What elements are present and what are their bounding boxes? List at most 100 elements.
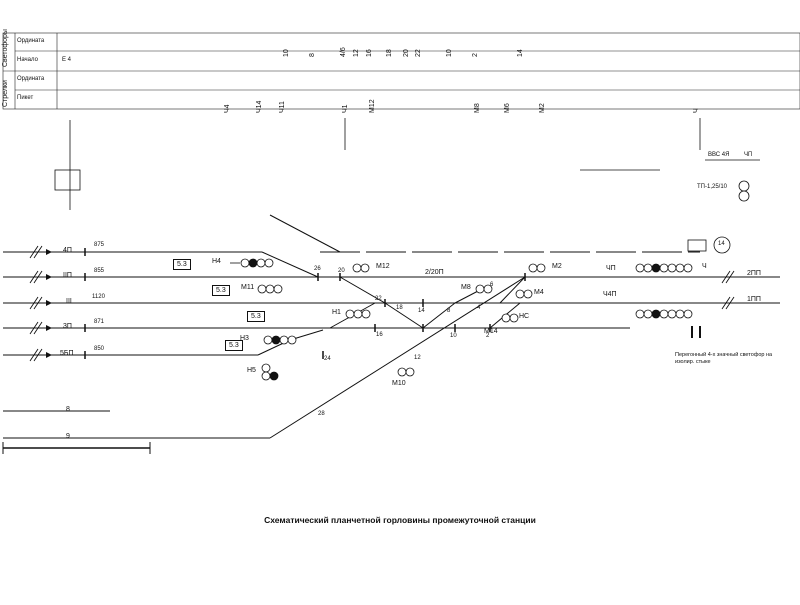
table-top-value: 10 xyxy=(283,49,290,57)
switch-number: 6 xyxy=(490,282,494,288)
track-label: III xyxy=(66,298,72,305)
switch-number: 16 xyxy=(376,332,383,338)
table-top-value: 20 xyxy=(403,49,410,57)
switch-number: 28 xyxy=(318,411,325,417)
signals xyxy=(230,180,750,381)
signal-label: Ч4П xyxy=(603,291,617,298)
switch-number: 10 xyxy=(450,333,457,339)
switch-number: 4 xyxy=(477,305,481,311)
table-top-value: 2 xyxy=(472,53,479,57)
table-bottom-value: Ч1 xyxy=(342,104,349,113)
table-bottom-value: М8 xyxy=(474,103,481,113)
tracks xyxy=(2,214,780,454)
table-bottom-value: Ч11 xyxy=(279,101,286,113)
signal-label: М11 xyxy=(241,284,255,291)
marker-14-label: 14 xyxy=(718,241,725,247)
entry-arrows xyxy=(29,245,43,362)
track-length: 850 xyxy=(94,346,105,352)
signal-label: Н4 xyxy=(212,258,221,265)
table-row-ordinate-2: Ордината xyxy=(17,76,45,82)
switch-number: 12 xyxy=(414,355,421,361)
signal-m8 xyxy=(475,284,493,294)
table-bottom-value: М6 xyxy=(504,103,511,113)
switch-number: 20 xyxy=(338,268,345,274)
top-right-label: ТП-1,25/10 xyxy=(697,184,727,190)
signal-ch xyxy=(635,263,693,273)
track-label: 8 xyxy=(66,406,70,413)
table-top-value: 18 xyxy=(386,49,393,57)
signal-m12 xyxy=(352,263,370,273)
signal-n1 xyxy=(345,309,371,319)
top-right-label: ЧП xyxy=(744,152,753,158)
switch-number: 14 xyxy=(418,308,425,314)
signal-label: Н3 xyxy=(240,335,249,342)
signal-label: М12 xyxy=(376,263,390,270)
table-left-value: Е 4 xyxy=(62,57,72,63)
diagram-caption: Схематический планчетной горловины проме… xyxy=(264,515,536,525)
table-top-value: 14 xyxy=(517,49,524,57)
signal-m2 xyxy=(528,263,546,273)
signal-label: Ч xyxy=(702,263,707,270)
length-box: 5.3 xyxy=(225,340,243,351)
table-side-label-signals: Светофоры xyxy=(2,29,9,67)
table-top-value: 10 xyxy=(446,49,453,57)
table-bottom-value: Ч14 xyxy=(256,100,263,113)
track-label: 5БП xyxy=(60,350,74,357)
switch-number: 2 xyxy=(486,333,490,339)
table-bottom-value: М2 xyxy=(539,103,546,113)
table-bottom-value: М12 xyxy=(369,99,376,113)
top-right-label: ВВС 4Я xyxy=(708,152,730,158)
table-top-value: 12 xyxy=(353,49,360,57)
signal-ns xyxy=(501,313,519,323)
marker-14 xyxy=(713,236,731,254)
signal-label: ЧП xyxy=(606,265,616,272)
center-label: 2/20П xyxy=(425,269,444,276)
track-length: 875 xyxy=(94,242,105,248)
length-box: 5.3 xyxy=(247,311,265,322)
switch-number: 26 xyxy=(314,266,321,272)
signal-label: М10 xyxy=(392,380,406,387)
signal-label: НС xyxy=(519,313,530,320)
switch-number: 8 xyxy=(447,308,451,314)
right-track-label: 1ПП xyxy=(747,296,761,303)
signal-m4 xyxy=(515,289,533,299)
signal-chp xyxy=(635,309,693,319)
signal-label: М8 xyxy=(461,284,471,291)
switch-number: 18 xyxy=(396,305,403,311)
track-length: 871 xyxy=(94,319,105,325)
table-top-value: 8 xyxy=(309,53,316,57)
signal-m10 xyxy=(397,367,415,377)
track-length: 855 xyxy=(94,268,105,274)
table-row-picket: Пикет xyxy=(17,95,34,101)
track-label: 9 xyxy=(66,433,70,440)
track-length: 1120 xyxy=(92,294,105,300)
switch-number: 24 xyxy=(324,356,331,362)
track-label: 4П xyxy=(63,247,72,254)
switch-number: 22 xyxy=(375,296,382,302)
signal-m11 xyxy=(257,284,283,294)
table-row-start: Начало xyxy=(17,57,38,63)
right-track-label: 2ПП xyxy=(747,270,761,277)
signal-label: Н5 xyxy=(247,367,256,374)
table-bottom-value: Ч xyxy=(693,108,700,113)
signal-n5 xyxy=(261,363,279,381)
signal-n3 xyxy=(263,335,297,345)
table-side-label-switches: Стрелки xyxy=(2,80,9,107)
header-table xyxy=(2,32,800,110)
signal-n4 xyxy=(230,258,274,268)
table-top-value: 22 xyxy=(415,49,422,57)
table-bottom-value: Ч4 xyxy=(224,104,231,113)
track-label: IIП xyxy=(63,272,72,279)
signal-label: М2 xyxy=(552,263,562,270)
signal-label: Н1 xyxy=(332,309,341,316)
track-label: 3П xyxy=(63,323,72,330)
note-text: Перегонный 4-х значный светофор на изоли… xyxy=(675,352,773,365)
signal-label: М14 xyxy=(484,328,498,335)
length-box: 5.3 xyxy=(212,285,230,296)
signal-label: М4 xyxy=(534,289,544,296)
length-box: 5.3 xyxy=(173,259,191,270)
table-top-value: 4/6 xyxy=(340,47,347,57)
table-top-value: 16 xyxy=(366,49,373,57)
